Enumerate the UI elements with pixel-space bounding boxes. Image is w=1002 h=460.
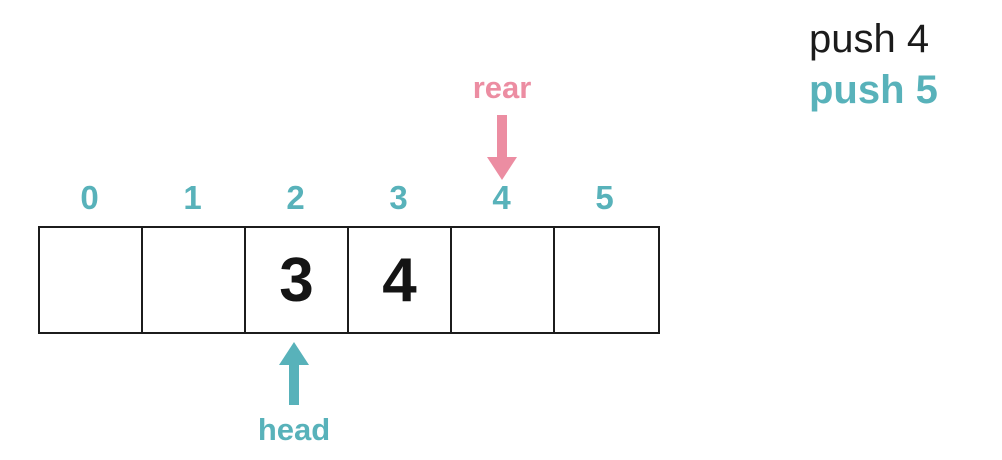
arrow-down-icon — [459, 115, 545, 181]
index-label-4: 4 — [492, 179, 511, 216]
head-pointer: head — [251, 341, 337, 448]
cell-value: 4 — [382, 245, 417, 315]
array-cell-4 — [452, 228, 555, 332]
array-cell-1 — [143, 228, 246, 332]
operations-list: push 4 push 5 — [809, 14, 938, 116]
index-label-5: 5 — [595, 179, 614, 216]
rear-label: rear — [472, 70, 532, 105]
cell-value: 3 — [279, 245, 314, 315]
rear-pointer: rear — [459, 70, 545, 181]
array-cell-5 — [555, 228, 658, 332]
queue-array: 3 4 — [38, 226, 660, 334]
index-label-1: 1 — [183, 179, 202, 216]
arrow-up-icon — [251, 341, 337, 405]
array-cell-2: 3 — [246, 228, 349, 332]
array-cell-0 — [40, 228, 143, 332]
array-cell-3: 4 — [349, 228, 452, 332]
operation-push-5: push 5 — [809, 68, 938, 112]
index-label-3: 3 — [389, 179, 408, 216]
index-row: 0 1 2 3 4 5 — [38, 179, 656, 217]
index-label-2: 2 — [286, 179, 305, 216]
index-label-0: 0 — [80, 179, 99, 216]
head-label: head — [257, 412, 331, 447]
operation-push-4: push 4 — [809, 17, 930, 61]
